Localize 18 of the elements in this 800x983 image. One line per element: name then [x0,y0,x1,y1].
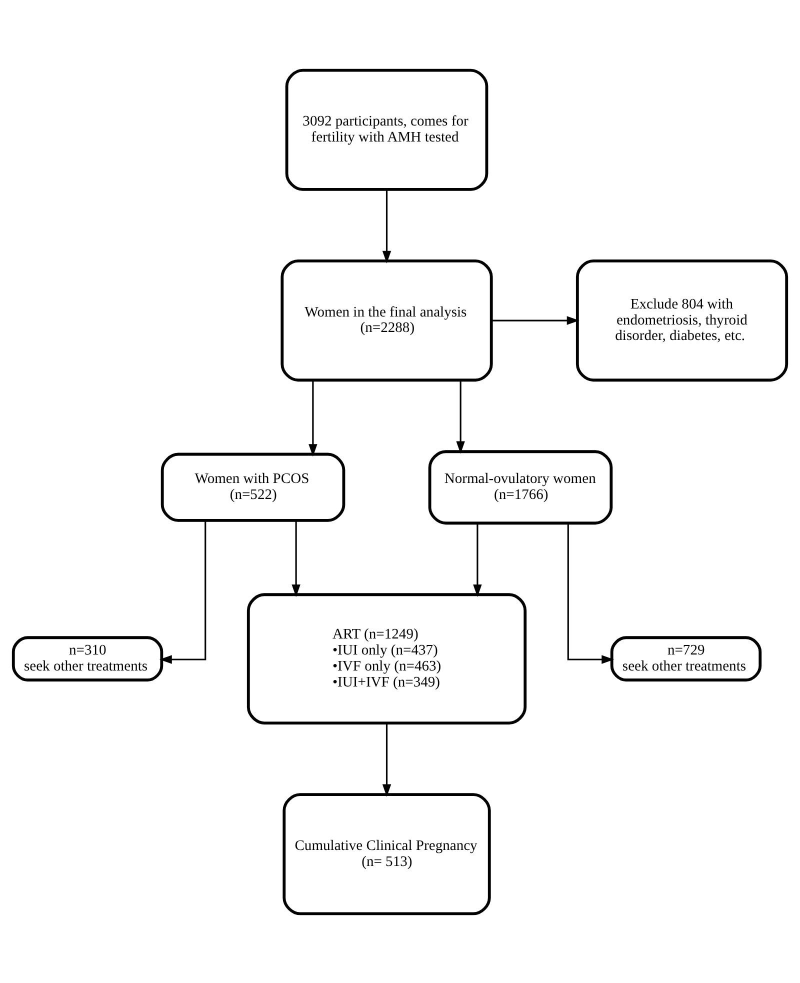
arrow [292,520,300,596]
node-box: Normal-ovulatory women (n=1766) [428,450,613,524]
node-box: Women with PCOS (n=522) [160,452,346,522]
arrow [308,380,318,456]
node-box: ART (n=1249) •IUI only (n=437) •IVF only (n=463) •IUI+IVF (n=349) [246,592,527,724]
arrow [473,522,482,596]
node-box: Exclude 804 with endometriosis, thyroid disorder, diabetes, etc. [576,259,788,382]
arrow [567,522,614,664]
node-box: 3092 participants, comes for fertility with AMH tested [285,68,488,190]
node-box: n=729 seek other treatments [610,636,762,681]
node-box: Cumulative Clinical Pregnancy (n= 513) [282,792,491,915]
arrow [159,520,206,664]
arrow [492,316,580,324]
node-box: n=310 seek other treatments [12,636,164,681]
arrow [382,722,392,796]
node-box: Women in the final analysis (n=2288) [280,259,493,382]
arrow [456,380,465,454]
arrow [382,189,392,263]
